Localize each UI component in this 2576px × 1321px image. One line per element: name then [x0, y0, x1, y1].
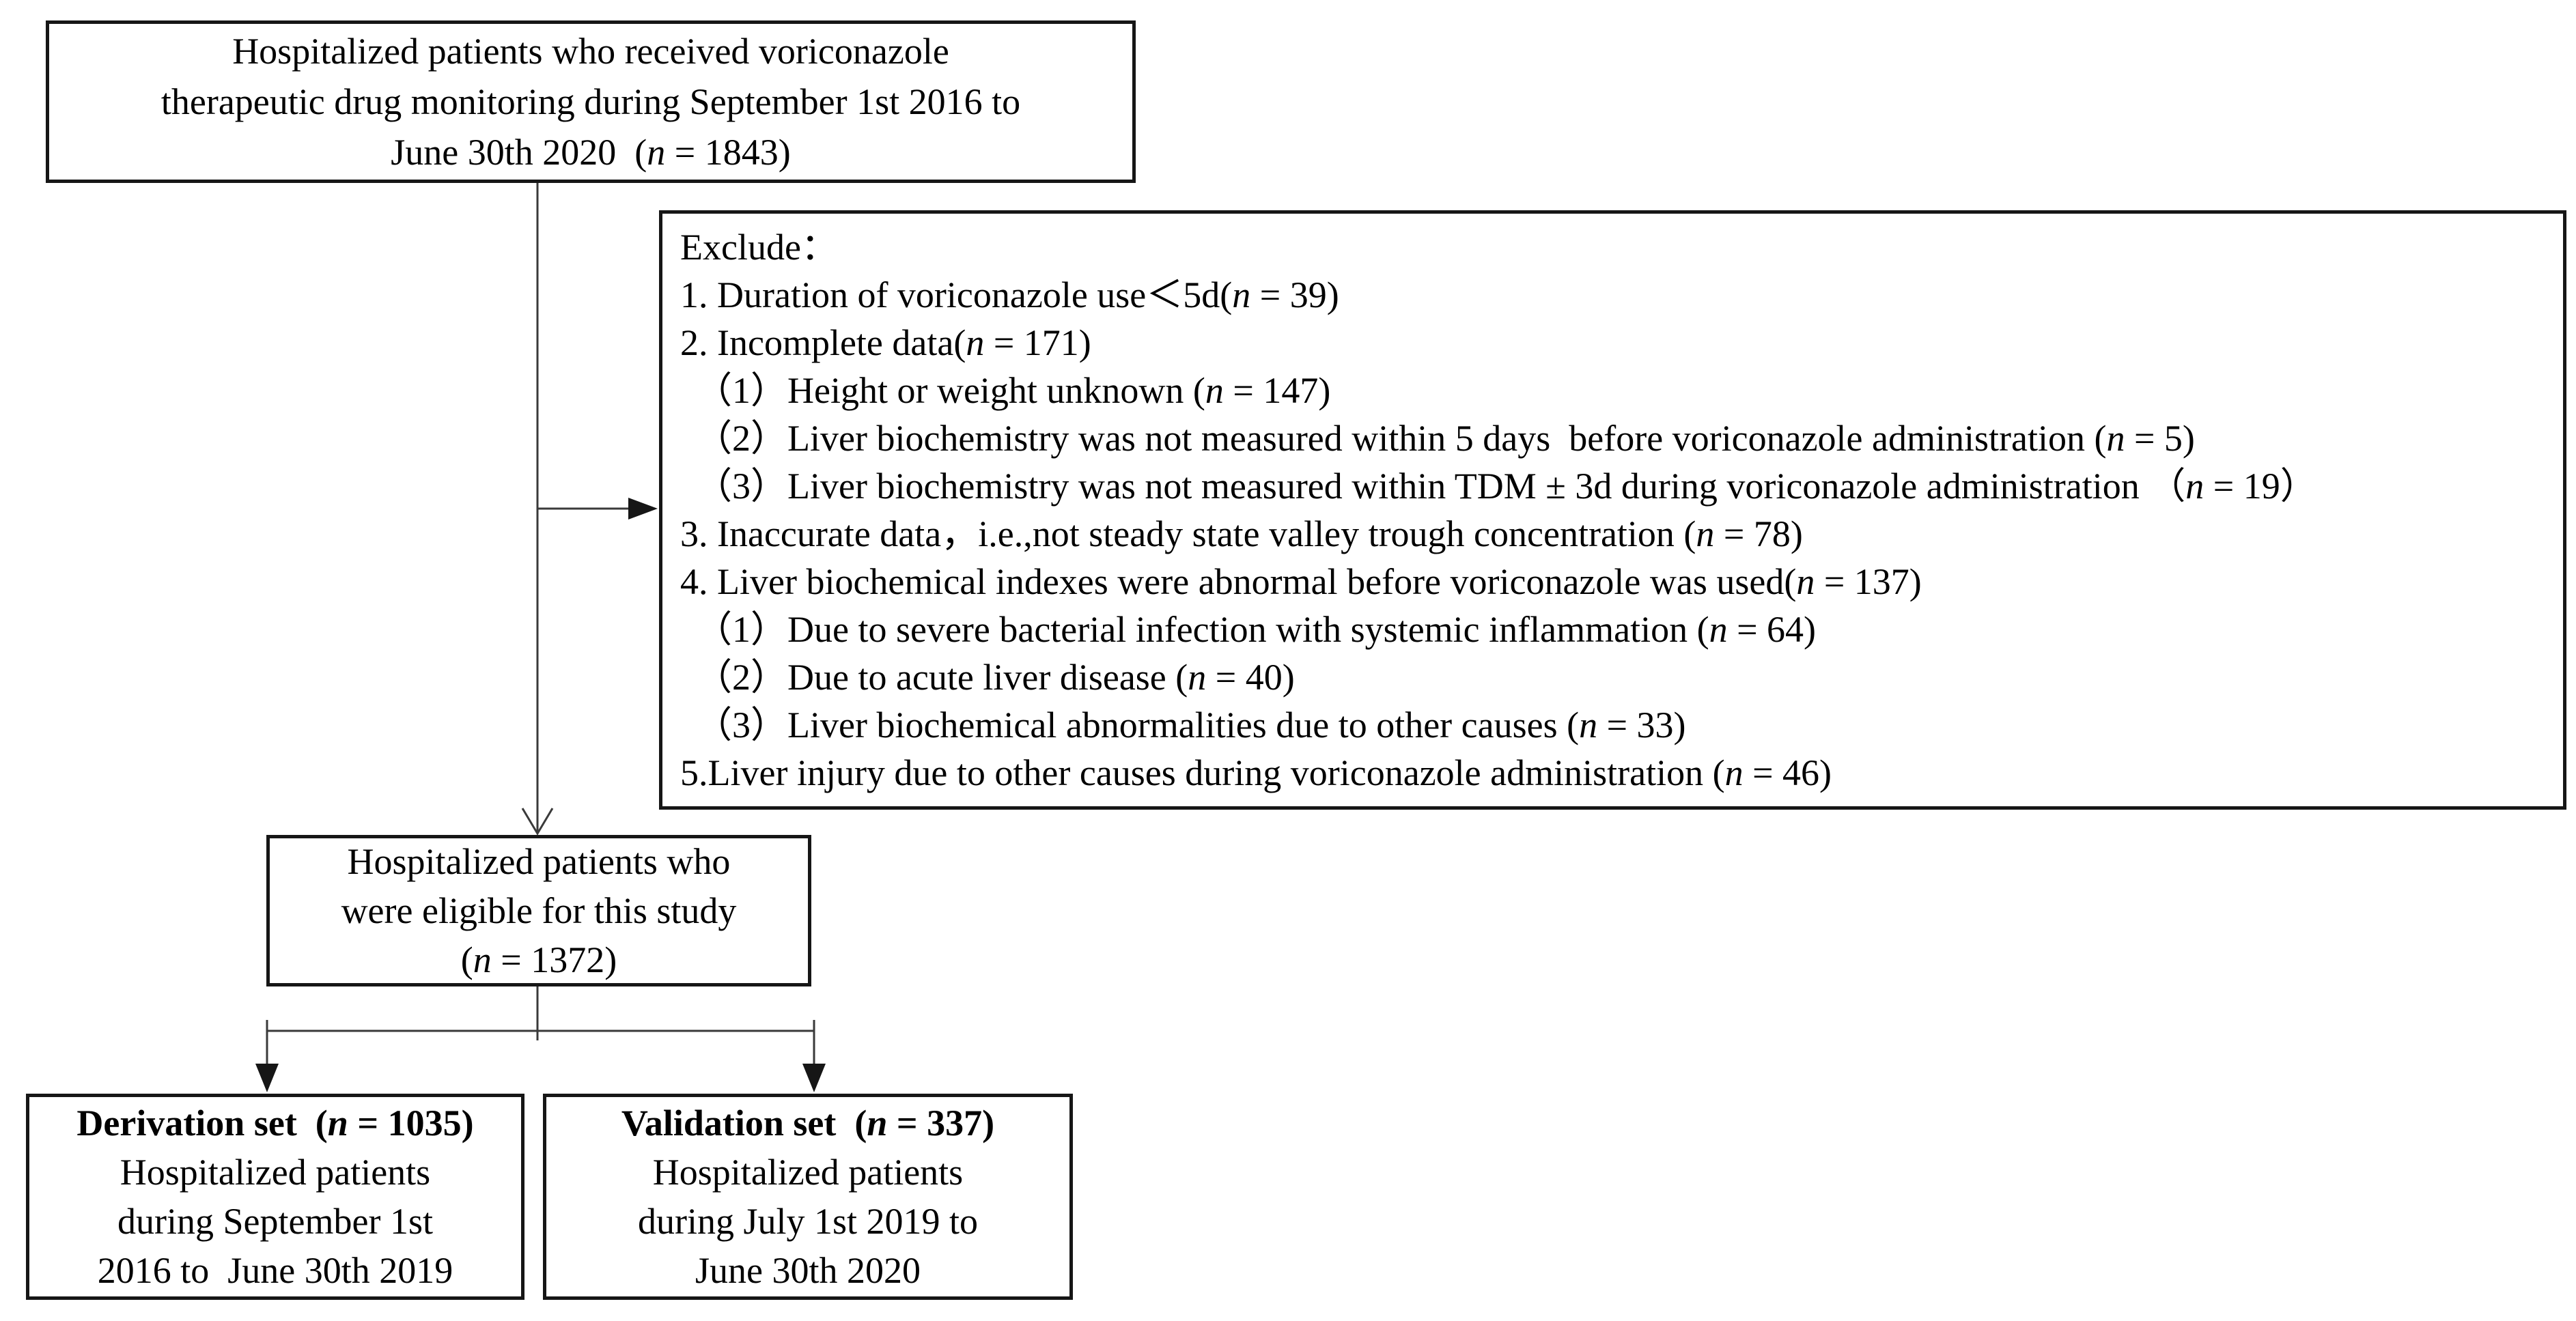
derivation-title: Derivation set (n = 1035)	[76, 1103, 474, 1144]
arrowhead-down-validation-icon	[802, 1064, 826, 1092]
box-derivation-set: Derivation set (n = 1035) Hospitalized p…	[26, 1094, 524, 1300]
validation-line: June 30th 2020	[695, 1250, 921, 1291]
box-eligible-patients: Hospitalized patients who were eligible …	[266, 835, 811, 986]
derivation-line: during September 1st	[117, 1201, 433, 1242]
screened-line: June 30th 2020 (n = 1843)	[391, 132, 791, 173]
screened-line: Hospitalized patients who received voric…	[232, 31, 949, 72]
exclude-item-4-2: （2）Due to acute liver disease (n = 40)	[695, 657, 1295, 698]
exclude-item-2: 2. Incomplete data(n = 171)	[680, 322, 1091, 363]
exclude-item-4: 4. Liver biochemical indexes were abnorm…	[680, 561, 1922, 602]
derivation-line: Hospitalized patients	[120, 1152, 431, 1193]
exclude-item-2-2: （2）Liver biochemistry was not measured w…	[695, 418, 2195, 459]
validation-title: Validation set (n = 337)	[621, 1103, 995, 1144]
box-exclusion-criteria: Exclude： 1. Duration of voriconazole use…	[659, 210, 2566, 810]
exclude-item-2-1: （1）Height or weight unknown (n = 147)	[695, 370, 1331, 411]
derivation-line: 2016 to June 30th 2019	[97, 1250, 453, 1291]
exclude-item-4-1: （1）Due to severe bacterial infection wit…	[695, 609, 1816, 650]
exclude-item-2-3: （3）Liver biochemistry was not measured w…	[695, 466, 2317, 507]
exclude-item-4-3: （3）Liver biochemical abnormalities due t…	[695, 705, 1686, 745]
exclude-item-5: 5.Liver injury due to other causes durin…	[680, 752, 1832, 793]
eligible-line: (n = 1372)	[460, 939, 617, 980]
exclude-item-1: 1. Duration of voriconazole use＜5d(n = 3…	[680, 274, 1339, 315]
exclude-header: Exclude：	[680, 227, 838, 268]
screened-line: therapeutic drug monitoring during Septe…	[160, 81, 1021, 122]
arrowhead-down-open-icon	[521, 808, 554, 836]
arrowhead-right-icon	[628, 498, 658, 520]
box-validation-set: Validation set (n = 337) Hospitalized pa…	[543, 1094, 1073, 1300]
box-screened-population: Hospitalized patients who received voric…	[46, 20, 1136, 183]
exclude-item-3: 3. Inaccurate data，i.e.,not steady state…	[680, 513, 1803, 554]
eligible-line: Hospitalized patients who	[347, 841, 731, 882]
arrowhead-down-derivation-icon	[255, 1064, 279, 1092]
validation-line: Hospitalized patients	[652, 1152, 964, 1193]
validation-line: during July 1st 2019 to	[637, 1201, 979, 1242]
eligible-line: were eligible for this study	[341, 890, 737, 931]
